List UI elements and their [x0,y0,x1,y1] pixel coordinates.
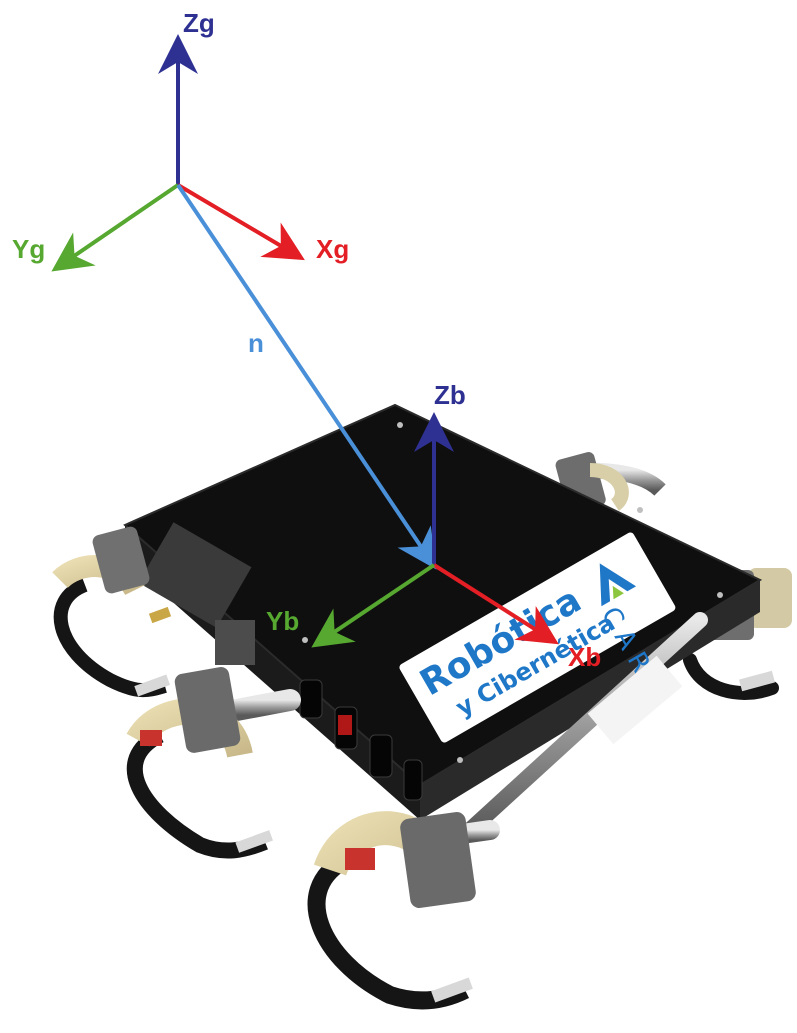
yg-axis [51,183,180,272]
xg-axis [176,183,305,261]
zb-label: Zb [434,380,466,410]
xg-label: Xg [316,234,349,264]
xb-label: Xb [568,642,601,672]
robot: Robótica y Cibernética CAR [52,403,792,1010]
car-logo-mark [599,563,637,607]
screws [302,422,723,763]
leg-left-rear [52,526,171,698]
n-label: n [248,328,264,358]
robot-body [123,403,763,838]
normal-vector: n [176,183,437,570]
body-frame: Zb Xb Yb [266,380,601,672]
xb-axis [432,563,559,645]
global-frame: Zg Xg Yg [12,8,349,272]
electronics [138,522,255,665]
leg-left-front [307,811,500,1010]
yb-label: Yb [266,606,299,636]
n-vector [176,183,437,570]
yb-axis [311,563,436,648]
zg-label: Zg [183,8,215,38]
leg-left-middle [126,667,301,859]
yg-label: Yg [12,234,45,264]
